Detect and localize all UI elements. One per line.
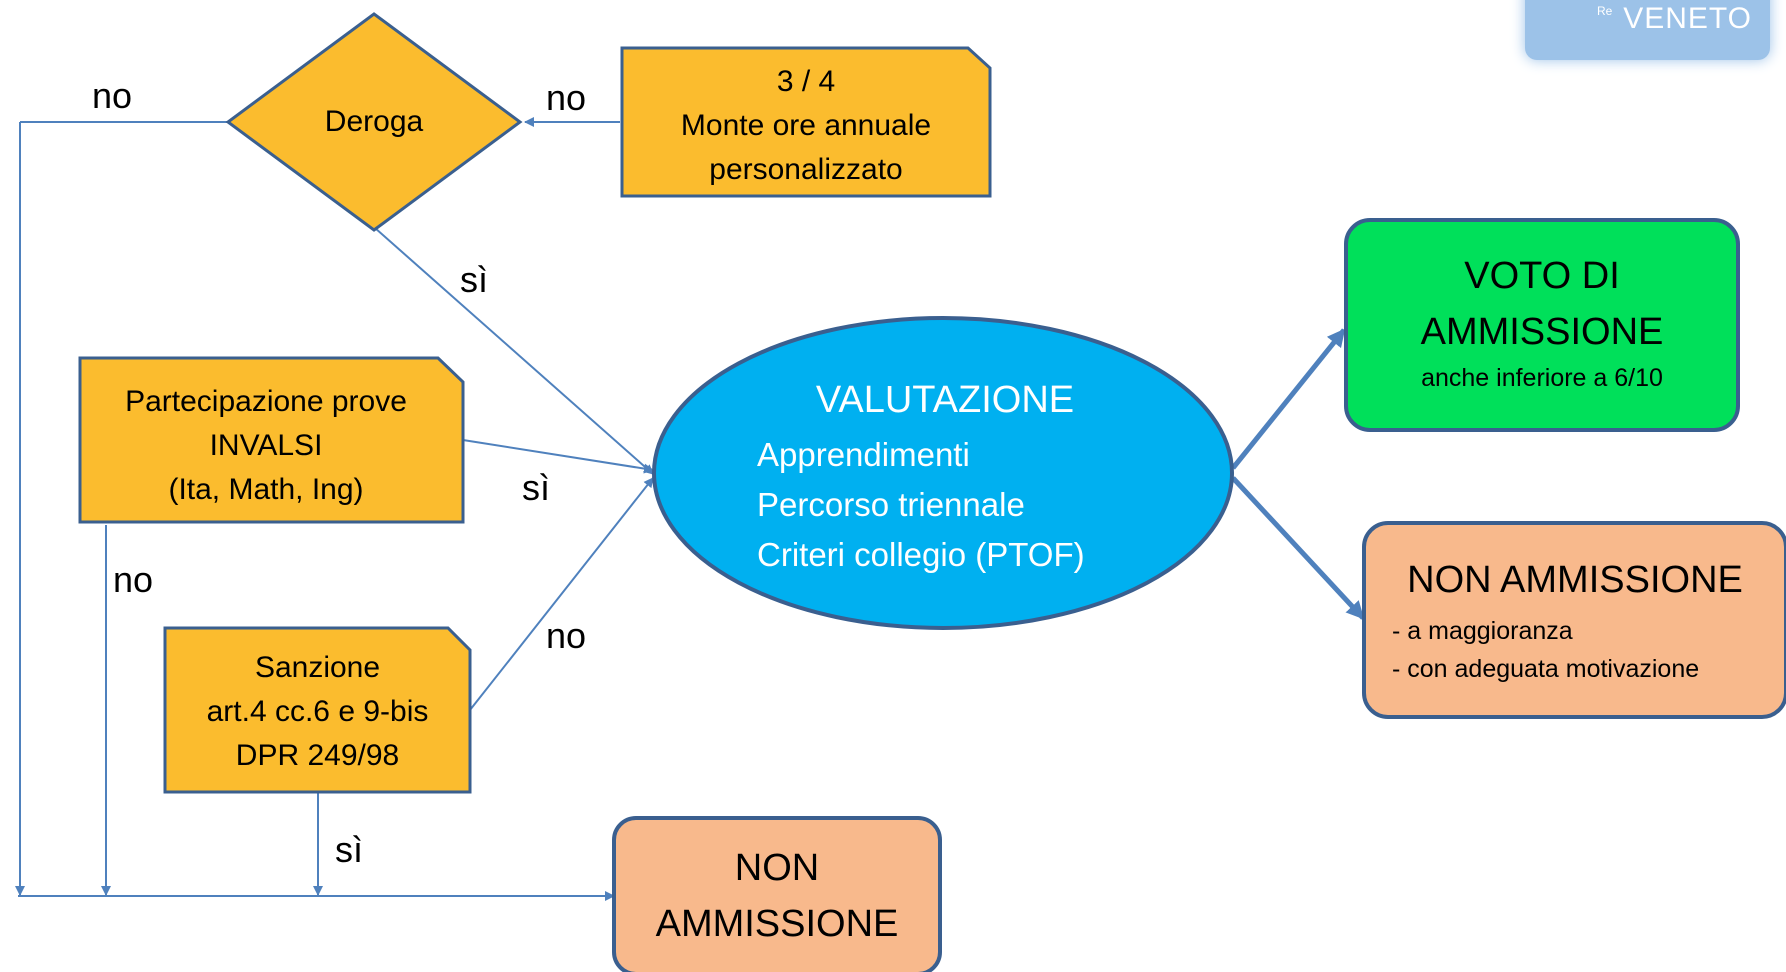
sanzione-text: Sanzione art.4 cc.6 e 9-bis DPR 249/98 bbox=[165, 646, 470, 778]
non-ammissione-right-items: - a maggioranza - con adeguata motivazio… bbox=[1392, 612, 1772, 688]
edge-label-monte-no: no bbox=[546, 77, 587, 118]
non-ammissione-bottom-text: NON AMMISSIONE bbox=[614, 840, 940, 952]
sanzione-line-3: DPR 249/98 bbox=[235, 739, 400, 772]
deroga-diamond bbox=[225, 12, 523, 232]
monte-ore-box bbox=[620, 46, 992, 198]
monte-ore-text: 3 / 4 Monte ore annuale personalizzato bbox=[622, 60, 990, 192]
sanzione-box bbox=[163, 626, 472, 794]
sanzione-line-1: Sanzione bbox=[254, 651, 381, 684]
edge-label-sanzione-si: sì bbox=[335, 829, 364, 870]
edge-label-deroga-no: no bbox=[92, 75, 133, 116]
non-ammissione-item-2: - con adeguata motivazione bbox=[1392, 655, 1700, 683]
invalsi-line-2: INVALSI bbox=[209, 429, 323, 462]
voto-title-line-2: AMMISSIONE bbox=[1420, 311, 1664, 353]
valutazione-title: VALUTAZIONE bbox=[815, 378, 1075, 421]
edge-label-invalsi-si: sì bbox=[522, 467, 551, 508]
valutazione-item-2: Percorso triennale bbox=[757, 486, 1025, 523]
monte-ore-line-2: Monte ore annuale bbox=[680, 109, 932, 142]
valutazione-item-1: Apprendimenti bbox=[757, 436, 970, 473]
invalsi-text: Partecipazione prove INVALSI (Ita, Math,… bbox=[80, 380, 452, 512]
valutazione-ellipse bbox=[652, 316, 1234, 630]
logo-badge: Re VENETO bbox=[1525, 0, 1770, 60]
valutazione-items: Apprendimenti Percorso triennale Criteri… bbox=[757, 430, 1177, 580]
invalsi-line-1: Partecipazione prove bbox=[125, 385, 407, 418]
edge-invalsi-si bbox=[462, 439, 654, 474]
valutazione-item-3: Criteri collegio (PTOF) bbox=[757, 536, 1085, 573]
voto-box bbox=[1344, 218, 1740, 432]
non-ammissione-right-box bbox=[1362, 521, 1786, 719]
sanzione-line-2: art.4 cc.6 e 9-bis bbox=[206, 695, 429, 728]
logo-text: VENETO bbox=[1623, 2, 1752, 35]
edge-deroga-si bbox=[374, 227, 654, 475]
non-ammissione-bottom-line-2: AMMISSIONE bbox=[655, 903, 899, 945]
monte-ore-line-1: 3 / 4 bbox=[776, 65, 836, 98]
deroga-label: Deroga bbox=[228, 100, 520, 144]
deroga-text: Deroga bbox=[324, 105, 424, 138]
voto-text: VOTO DI AMMISSIONE anche inferiore a 6/1… bbox=[1346, 232, 1738, 412]
non-ammissione-right-title: NON AMMISSIONE bbox=[1407, 559, 1743, 601]
edge-label-invalsi-no: no bbox=[113, 559, 154, 600]
invalsi-box bbox=[78, 356, 465, 524]
non-ammissione-item-1: - a maggioranza bbox=[1392, 617, 1573, 645]
voto-note: anche inferiore a 6/10 bbox=[1421, 364, 1663, 392]
edge-label-sanzione-no: no bbox=[546, 615, 587, 656]
edge-valutazione-voto bbox=[1231, 328, 1346, 470]
non-ammissione-bottom-line-1: NON bbox=[734, 847, 820, 889]
voto-title-line-1: VOTO DI bbox=[1464, 255, 1620, 297]
monte-ore-line-3: personalizzato bbox=[709, 153, 903, 186]
edge-valutazione-nonamm bbox=[1231, 476, 1365, 620]
edge-label-deroga-si: sì bbox=[460, 259, 489, 300]
non-ammissione-bottom-box bbox=[612, 816, 942, 972]
logo-superscript: Re bbox=[1597, 4, 1613, 18]
invalsi-line-3: (Ita, Math, Ing) bbox=[168, 473, 364, 506]
edge-sanzione-no bbox=[469, 477, 654, 711]
